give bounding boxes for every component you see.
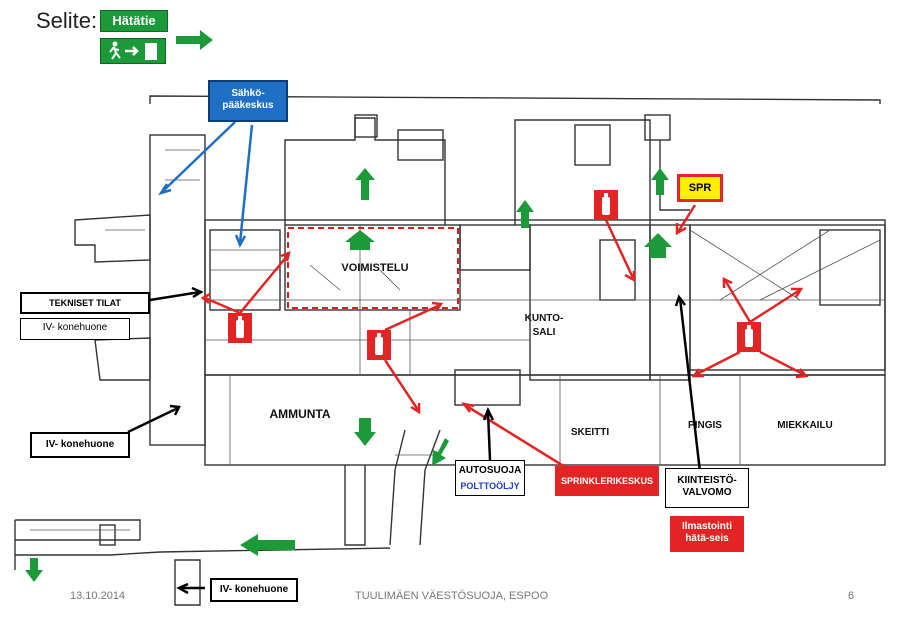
green-arrow-icon bbox=[432, 438, 449, 466]
fire-extinguishers bbox=[228, 190, 761, 360]
room-label-miekkailu: MIEKKAILU bbox=[777, 420, 833, 431]
footer-title: TUULIMÄEN VÄESTÖSUOJA, ESPOO bbox=[355, 590, 549, 602]
callout-ilmastointi-line2: hätä-seis bbox=[685, 533, 729, 544]
exit-arrows bbox=[25, 168, 672, 582]
fire-extinguisher-icon bbox=[737, 322, 761, 352]
callout-ilmastointi: Ilmastointi hätä-seis bbox=[670, 516, 744, 552]
fire-extinguisher-icon bbox=[367, 330, 391, 360]
fire-extinguisher-icon bbox=[594, 190, 618, 220]
green-arrow-icon bbox=[345, 230, 375, 250]
callout-spr: SPR bbox=[677, 174, 723, 202]
callout-tekniset-tilat: TEKNISET TILAT bbox=[20, 292, 150, 314]
building-walls bbox=[14, 95, 886, 606]
voimistelu-region bbox=[287, 227, 459, 309]
green-arrow-icon bbox=[176, 30, 213, 50]
callout-kiinteistovalvomo: KIINTEISTÖ- VALVOMO bbox=[665, 468, 749, 508]
fire-extinguisher-icon bbox=[228, 313, 252, 343]
callout-sahkopaakeskus-line1: Sähkö- bbox=[231, 88, 265, 99]
callout-autosuoja-label: AUTOSUOJA bbox=[458, 465, 522, 476]
callout-kiinteisto-line2: VALVOMO bbox=[682, 487, 732, 498]
room-label-pingis: PINGIS bbox=[688, 420, 722, 431]
legend-exit-label: Hätätie bbox=[100, 10, 168, 32]
green-arrow-icon bbox=[651, 168, 669, 195]
room-label-ammunta: AMMUNTA bbox=[269, 407, 331, 421]
green-arrow-icon bbox=[240, 534, 295, 556]
green-arrow-icon bbox=[25, 558, 43, 582]
footer-page-number: 6 bbox=[848, 590, 855, 602]
callout-iv-konehuone-1: IV- konehuone bbox=[20, 318, 130, 340]
green-arrow-icon bbox=[516, 200, 534, 228]
red-pointers bbox=[200, 204, 809, 472]
room-label-voimistelu: VOIMISTELU bbox=[341, 262, 409, 274]
running-man-exit-icon bbox=[100, 38, 166, 64]
callout-ilmastointi-line1: Ilmastointi bbox=[681, 521, 732, 532]
green-arrow-icon bbox=[644, 233, 672, 258]
callout-sprinklerikeskus: SPRINKLERIKESKUS bbox=[555, 466, 659, 496]
room-label-kuntosali-line1: KUNTO- bbox=[524, 313, 564, 324]
room-label-kuntosali-line2: SALI bbox=[532, 327, 556, 338]
callout-iv-konehuone-2: IV- konehuone bbox=[30, 432, 130, 458]
black-pointers bbox=[127, 286, 702, 595]
room-label-skeitti: SKEITTI bbox=[570, 427, 610, 438]
callout-sahkopaakeskus-line2: pääkeskus bbox=[222, 100, 274, 111]
legend-title: Selite: bbox=[36, 8, 98, 33]
callout-sahkopaakeskus: Sähkö- pääkeskus bbox=[208, 80, 288, 122]
callout-kiinteisto-line1: KIINTEISTÖ- bbox=[677, 475, 737, 486]
footer-date: 13.10.2014 bbox=[70, 590, 126, 602]
callout-autosuoja: AUTOSUOJA POLTTOÖLJY bbox=[455, 460, 525, 496]
callout-polttooljy-label: POLTTOÖLJY bbox=[460, 481, 520, 491]
green-arrow-icon bbox=[354, 418, 376, 446]
blue-pointers bbox=[158, 121, 254, 248]
green-arrow-icon bbox=[355, 168, 375, 200]
callout-iv-konehuone-3: IV- konehuone bbox=[210, 578, 298, 602]
